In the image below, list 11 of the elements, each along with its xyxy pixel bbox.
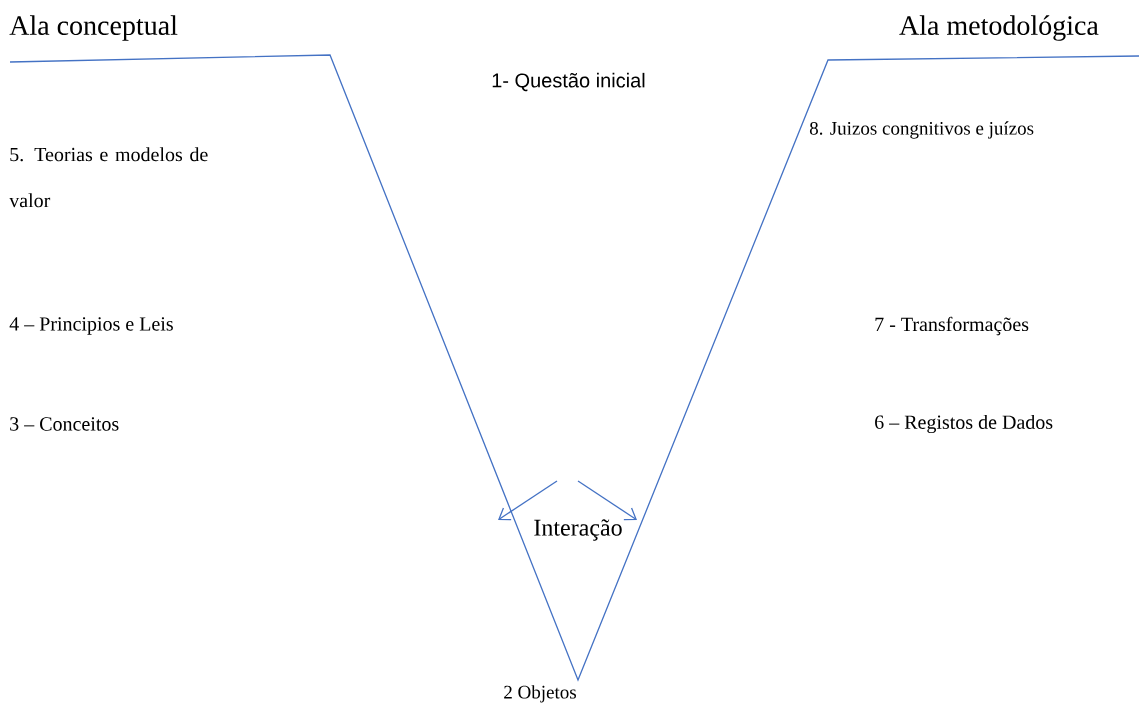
wing-heading: Ala metodológica	[899, 15, 1099, 41]
interaction-label: Interação	[534, 519, 622, 541]
vertex-label: 2 Objetos	[504, 685, 576, 703]
item-label: 1- Questão inicial	[492, 72, 645, 92]
item-label: 6 – Registos de Dados	[875, 414, 1053, 434]
item-label: 5. Teorias e modelos de valor	[9, 147, 208, 208]
item-label: 7 - Transformações	[875, 316, 1029, 336]
item-label: 4 – Principios e Leis	[9, 317, 173, 335]
item-label: 3 – Conceitos	[10, 417, 119, 431]
item-label: 8. Juizos congnitivos e juízos	[809, 121, 1034, 139]
wing-heading: Ala conceptual	[9, 15, 178, 41]
